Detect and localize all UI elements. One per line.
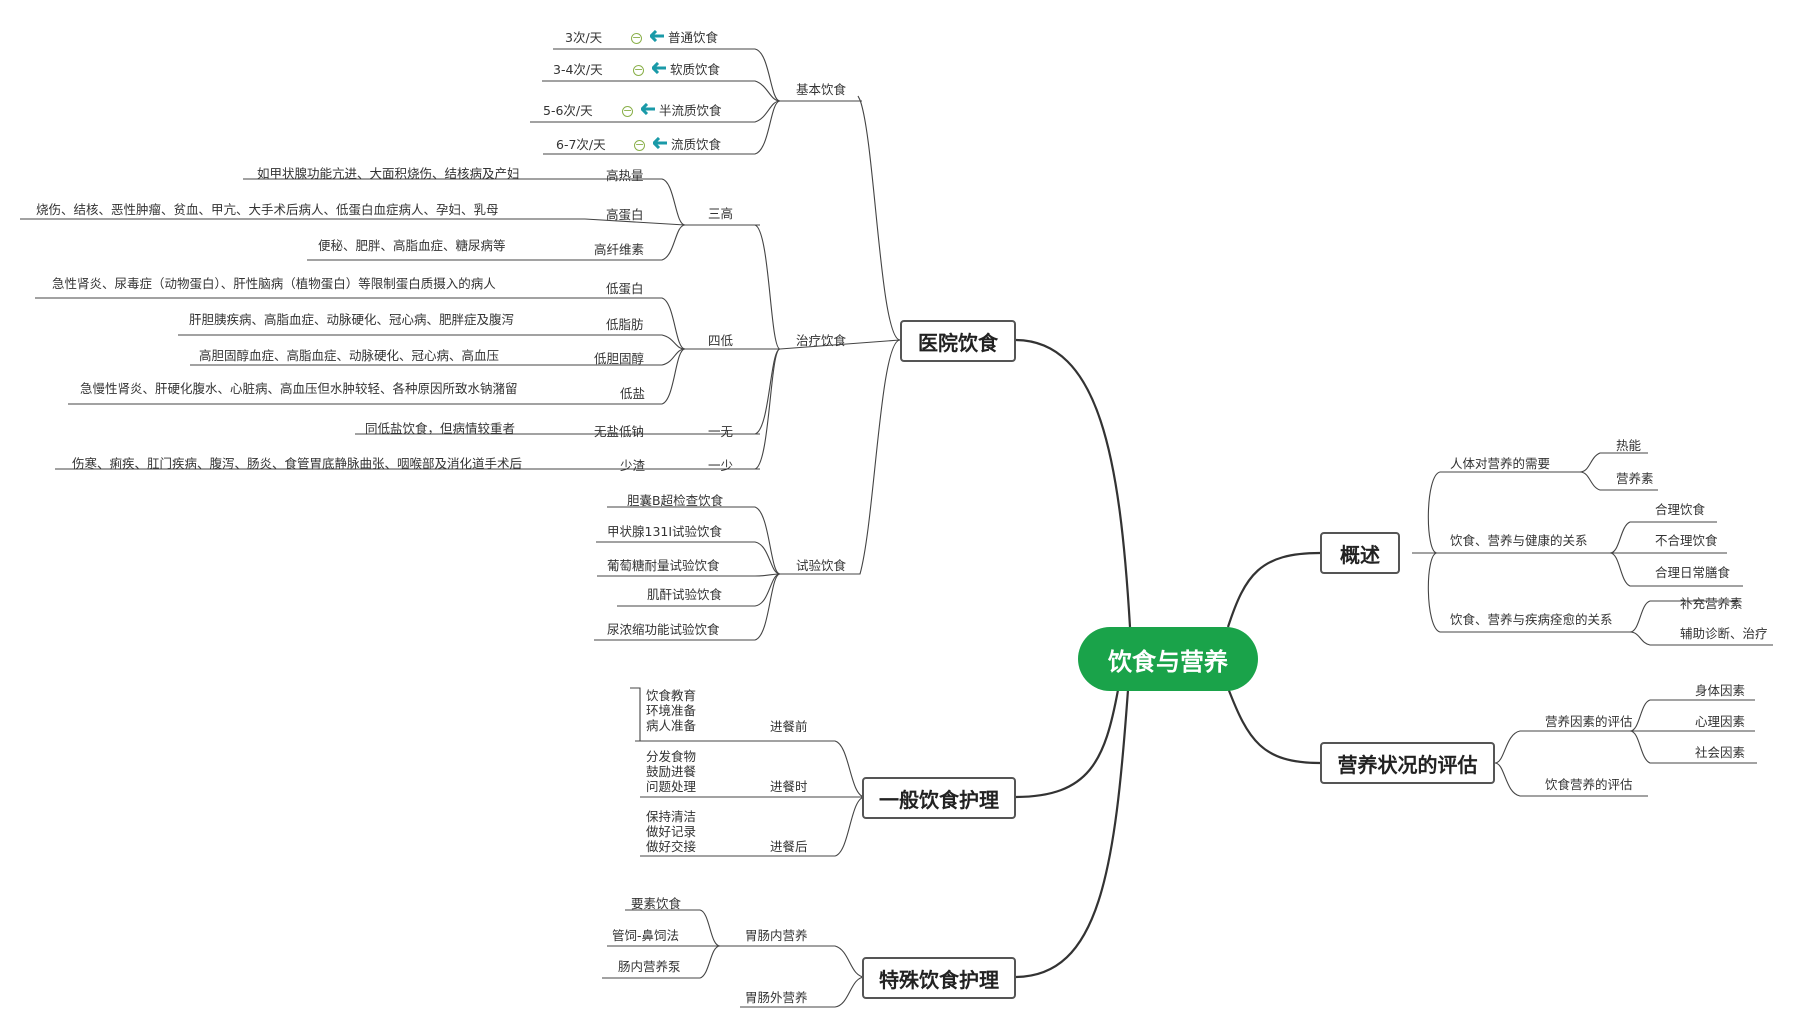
phase-label-during[interactable]: 进餐时 bbox=[770, 779, 808, 794]
phase-item: 做好记录 bbox=[646, 824, 697, 839]
assessment-node[interactable]: 营养状况的评估 bbox=[1320, 742, 1495, 784]
health-label[interactable]: 饮食、营养与健康的关系 bbox=[1450, 533, 1588, 548]
phase-item: 分发食物 bbox=[646, 749, 697, 764]
basic-freq-1: 3次/天 bbox=[565, 30, 603, 45]
phase-item: 保持清洁 bbox=[646, 809, 697, 824]
basic-diet-label[interactable]: 基本饮食 bbox=[796, 82, 847, 97]
health-item[interactable]: 合理日常膳食 bbox=[1655, 565, 1731, 580]
phase-item: 鼓励进餐 bbox=[646, 764, 697, 779]
edge-root-assessment bbox=[1226, 687, 1321, 765]
factors-label[interactable]: 营养因素的评估 bbox=[1545, 714, 1633, 729]
phase-item: 病人准备 bbox=[646, 718, 697, 733]
phase-after-items: 保持清洁 做好记录 做好交接 bbox=[646, 809, 696, 854]
therapy-diet-label[interactable]: 治疗饮食 bbox=[796, 333, 847, 348]
test-diet-item[interactable]: 肌酐试验饮食 bbox=[647, 587, 723, 602]
arrow-left-icon bbox=[650, 30, 664, 42]
high-item-name[interactable]: 高蛋白 bbox=[606, 207, 644, 222]
four-low-label[interactable]: 四低 bbox=[708, 333, 734, 348]
edge-root-overview bbox=[1226, 551, 1321, 628]
enteral-item[interactable]: 管饲-鼻饲法 bbox=[612, 928, 680, 943]
collapse-icon[interactable]: − bbox=[634, 138, 645, 151]
low-item-name[interactable]: 低胆固醇 bbox=[594, 351, 645, 366]
health-item[interactable]: 合理饮食 bbox=[1655, 502, 1706, 517]
enteral-label[interactable]: 胃肠内营养 bbox=[745, 928, 808, 943]
enteral-item[interactable]: 要素饮食 bbox=[631, 896, 682, 911]
low-item-desc: 肝胆胰疾病、高脂血症、动脉硬化、冠心病、肥胖症及腹泻 bbox=[189, 312, 515, 327]
basic-diet-item-3[interactable]: 半流质饮食 bbox=[659, 103, 722, 118]
low-item-name[interactable]: 低蛋白 bbox=[606, 281, 644, 296]
low-item-desc: 急慢性肾炎、肝硬化腹水、心脏病、高血压但水肿较轻、各种原因所致水钠潴留 bbox=[80, 381, 518, 396]
disease-item[interactable]: 辅助诊断、治疗 bbox=[1680, 626, 1768, 641]
basic-diet-item-1[interactable]: 普通饮食 bbox=[668, 30, 719, 45]
factor-item[interactable]: 心理因素 bbox=[1695, 714, 1746, 729]
edge-root-general bbox=[1014, 689, 1120, 799]
factor-item[interactable]: 社会因素 bbox=[1695, 745, 1746, 760]
general-diet-care-node[interactable]: 一般饮食护理 bbox=[862, 777, 1016, 819]
edge-root-special bbox=[1014, 689, 1130, 979]
high-item-desc: 烧伤、结核、恶性肿瘤、贫血、甲亢、大手术后病人、低蛋白血症病人、孕妇、乳母 bbox=[36, 202, 499, 217]
test-diet-item[interactable]: 尿浓缩功能试验饮食 bbox=[607, 622, 720, 637]
disease-label[interactable]: 饮食、营养与疾病痊愈的关系 bbox=[1450, 612, 1613, 627]
high-item-desc: 便秘、肥胖、高脂血症、糖尿病等 bbox=[318, 238, 506, 253]
need-item[interactable]: 热能 bbox=[1616, 438, 1642, 453]
basic-freq-2: 3-4次/天 bbox=[553, 62, 603, 77]
test-diet-item[interactable]: 葡萄糖耐量试验饮食 bbox=[607, 558, 720, 573]
factor-item[interactable]: 身体因素 bbox=[1695, 683, 1746, 698]
collapse-icon[interactable]: − bbox=[633, 63, 644, 76]
arrow-left-icon bbox=[653, 137, 667, 149]
edge-root-hospital bbox=[1014, 338, 1132, 628]
health-item[interactable]: 不合理饮食 bbox=[1655, 533, 1718, 548]
one-less-name[interactable]: 少渣 bbox=[620, 458, 646, 473]
low-item-name[interactable]: 低脂肪 bbox=[606, 317, 644, 332]
high-item-desc: 如甲状腺功能亢进、大面积烧伤、结核病及产妇 bbox=[257, 166, 520, 181]
enteral-item[interactable]: 肠内营养泵 bbox=[618, 959, 681, 974]
basic-freq-4: 6-7次/天 bbox=[556, 137, 606, 152]
low-item-desc: 急性肾炎、尿毒症（动物蛋白）、肝性脑病（植物蛋白）等限制蛋白质摄入的病人 bbox=[52, 276, 496, 291]
phase-before-items: 饮食教育 环境准备 病人准备 bbox=[646, 688, 696, 733]
one-less-desc: 伤寒、痢疾、肛门疾病、腹泻、肠炎、食管胃底静脉曲张、咽喉部及消化道手术后 bbox=[72, 456, 523, 471]
collapse-icon[interactable]: − bbox=[622, 104, 633, 117]
test-diet-label[interactable]: 试验饮食 bbox=[796, 558, 847, 573]
need-item[interactable]: 营养素 bbox=[1616, 471, 1654, 486]
high-item-name[interactable]: 高热量 bbox=[606, 168, 644, 183]
root-node[interactable]: 饮食与营养 bbox=[1078, 627, 1258, 691]
phase-item: 做好交接 bbox=[646, 839, 697, 854]
phase-label-after[interactable]: 进餐后 bbox=[770, 839, 808, 854]
hospital-diet-node[interactable]: 医院饮食 bbox=[900, 320, 1016, 362]
one-none-label[interactable]: 一无 bbox=[708, 424, 734, 439]
low-item-desc: 高胆固醇血症、高脂血症、动脉硬化、冠心病、高血压 bbox=[199, 348, 500, 363]
parenteral-label[interactable]: 胃肠外营养 bbox=[745, 990, 808, 1005]
test-diet-item[interactable]: 胆囊B超检查饮食 bbox=[627, 493, 724, 508]
disease-item[interactable]: 补充营养素 bbox=[1680, 596, 1743, 611]
arrow-left-icon bbox=[652, 62, 666, 74]
basic-freq-3: 5-6次/天 bbox=[543, 103, 593, 118]
low-item-name[interactable]: 低盐 bbox=[620, 386, 646, 401]
special-diet-care-node[interactable]: 特殊饮食护理 bbox=[862, 957, 1016, 999]
phase-label-before[interactable]: 进餐前 bbox=[770, 719, 808, 734]
test-diet-item[interactable]: 甲状腺131I试验饮食 bbox=[607, 524, 723, 539]
need-label[interactable]: 人体对营养的需要 bbox=[1450, 456, 1551, 471]
overview-node[interactable]: 概述 bbox=[1320, 532, 1400, 574]
phase-item: 饮食教育 bbox=[646, 688, 697, 703]
one-none-name[interactable]: 无盐低钠 bbox=[594, 424, 645, 439]
phase-item: 环境准备 bbox=[646, 703, 697, 718]
basic-diet-item-4[interactable]: 流质饮食 bbox=[671, 137, 722, 152]
high-item-name[interactable]: 高纤维素 bbox=[594, 242, 645, 257]
basic-diet-item-2[interactable]: 软质饮食 bbox=[670, 62, 721, 77]
phase-item: 问题处理 bbox=[646, 779, 697, 794]
phase-during-items: 分发食物 鼓励进餐 问题处理 bbox=[646, 749, 696, 794]
one-less-label[interactable]: 一少 bbox=[708, 458, 734, 473]
diet-assessment-label[interactable]: 饮食营养的评估 bbox=[1545, 777, 1633, 792]
one-none-desc: 同低盐饮食，但病情较重者 bbox=[365, 421, 516, 436]
collapse-icon[interactable]: − bbox=[631, 31, 642, 44]
three-high-label[interactable]: 三高 bbox=[708, 206, 734, 221]
arrow-left-icon bbox=[641, 103, 655, 115]
